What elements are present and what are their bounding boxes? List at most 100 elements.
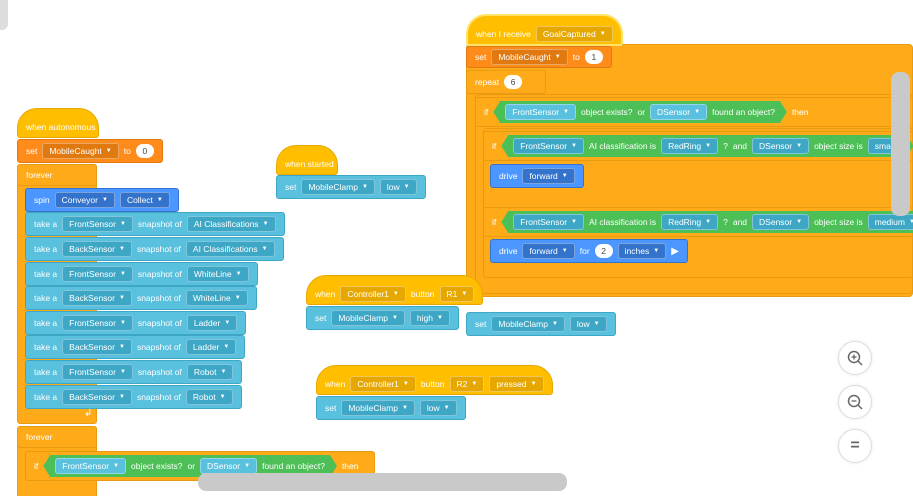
- sensor-value: DSensor: [759, 217, 793, 227]
- variable-dropdown[interactable]: MobileClamp▼: [301, 179, 375, 195]
- sensor-dropdown[interactable]: FrontSensor▼: [513, 138, 584, 154]
- target-dropdown[interactable]: Ladder▼: [186, 314, 238, 331]
- controller-dropdown[interactable]: Controller1▼: [340, 286, 406, 302]
- horizontal-scrollbar[interactable]: [198, 473, 567, 491]
- value-dropdown[interactable]: low▼: [419, 400, 457, 416]
- variable-dropdown[interactable]: MobileCaught▼: [491, 49, 568, 65]
- when-r1-hat-block[interactable]: when Controller1▼ button R1▼: [306, 275, 484, 305]
- distance-input[interactable]: 2: [594, 244, 613, 258]
- vertical-scrollbar[interactable]: [891, 72, 910, 216]
- when-autonomous-hat-block[interactable]: when autonomous: [17, 108, 99, 138]
- variable-dropdown[interactable]: MobileClamp▼: [331, 310, 405, 326]
- drive-block-2[interactable]: drive forward▼ for 2 inches▼ ▶: [490, 239, 688, 263]
- target-dropdown[interactable]: WhiteLine▼: [185, 290, 248, 307]
- value-input[interactable]: 0: [135, 144, 154, 158]
- sensor-dropdown[interactable]: FrontSensor▼: [62, 216, 133, 232]
- and-label: and: [732, 217, 748, 227]
- target-dropdown[interactable]: WhiteLine▼: [186, 265, 249, 282]
- motor-dropdown[interactable]: Conveyor▼: [54, 192, 115, 208]
- chevron-down-icon: ▼: [105, 148, 112, 154]
- repeat-block[interactable]: repeat 6: [466, 70, 546, 94]
- or-operator[interactable]: FrontSensor▼ object exists? or DSensor▼ …: [43, 455, 337, 477]
- forever-block-2[interactable]: forever: [17, 426, 97, 448]
- target-dropdown[interactable]: Robot▼: [186, 364, 234, 380]
- sensor-dropdown[interactable]: BackSensor▼: [62, 388, 132, 405]
- value-dropdown[interactable]: high▼: [409, 310, 450, 326]
- snapshot-block[interactable]: take a FrontSensor▼ snapshot of AI Class…: [25, 212, 285, 236]
- when-started-hat-block[interactable]: when started: [276, 145, 338, 175]
- variable-dropdown[interactable]: MobileClamp▼: [491, 316, 565, 332]
- sensor-dropdown[interactable]: FrontSensor▼: [62, 265, 133, 282]
- classification-dropdown[interactable]: RedRing▼: [661, 214, 718, 230]
- if-block-4[interactable]: if FrontSensor▼ object exists? or DSenso…: [25, 451, 375, 481]
- spin-block[interactable]: spin Conveyor▼ Collect▼: [25, 188, 179, 212]
- zoom-reset-button[interactable]: =: [838, 429, 872, 463]
- unit-value: inches: [624, 246, 650, 256]
- sensor-dropdown[interactable]: FrontSensor▼: [62, 314, 133, 331]
- if-block-2[interactable]: if FrontSensor▼ AI classification is Red…: [483, 131, 913, 161]
- sensor-dropdown[interactable]: FrontSensor▼: [55, 458, 126, 474]
- and-operator[interactable]: FrontSensor▼ AI classification is RedRin…: [501, 211, 913, 233]
- sensor-dropdown[interactable]: DSensor▼: [650, 104, 707, 120]
- when-receive-hat-block[interactable]: when I receive GoalCaptured▼: [466, 14, 623, 46]
- set-clamp-low-block-2[interactable]: set MobileClamp▼ low▼: [316, 396, 466, 420]
- when-r2-hat-block[interactable]: when Controller1▼ button R2▼ pressed▼: [316, 365, 553, 395]
- controller-dropdown[interactable]: Controller1▼: [350, 376, 416, 392]
- chevron-down-icon: ▼: [223, 344, 230, 351]
- target-dropdown[interactable]: AI Classifications▼: [186, 216, 276, 232]
- set-caught-1-block[interactable]: set MobileCaught▼ to 1: [466, 46, 612, 68]
- if-label: if: [492, 141, 497, 151]
- sensor-dropdown[interactable]: BackSensor▼: [62, 339, 132, 356]
- or-operator[interactable]: FrontSensor▼ object exists? or DSensor▼ …: [493, 101, 787, 123]
- sensor-dropdown[interactable]: DSensor▼: [752, 138, 809, 154]
- classification-dropdown[interactable]: RedRing▼: [661, 138, 718, 154]
- direction-dropdown[interactable]: forward▼: [522, 168, 575, 184]
- variable-dropdown[interactable]: MobileCaught▼: [42, 143, 119, 159]
- forever-block[interactable]: forever: [17, 164, 97, 186]
- and-operator[interactable]: FrontSensor▼ AI classification is RedRin…: [501, 135, 913, 157]
- sensor-dropdown[interactable]: FrontSensor▼: [62, 364, 133, 380]
- value-dropdown[interactable]: low▼: [569, 316, 607, 332]
- target-dropdown[interactable]: Robot▼: [185, 388, 233, 405]
- zoom-in-button[interactable]: [838, 341, 872, 375]
- message-dropdown[interactable]: GoalCaptured▼: [535, 26, 613, 42]
- target-dropdown[interactable]: AI Classifications▼: [185, 241, 275, 257]
- spin-direction-dropdown[interactable]: Collect▼: [119, 192, 170, 208]
- repeat-count-input[interactable]: 6: [504, 75, 523, 89]
- sensor-dropdown[interactable]: DSensor▼: [752, 214, 809, 230]
- if-block-1[interactable]: if FrontSensor▼ object exists? or DSenso…: [475, 97, 913, 127]
- sensor-dropdown[interactable]: FrontSensor▼: [505, 104, 576, 120]
- zoom-out-button[interactable]: [838, 385, 872, 419]
- sensor-dropdown[interactable]: BackSensor▼: [62, 290, 132, 307]
- set-clamp-high-block[interactable]: set MobileClamp▼ high▼: [306, 306, 459, 330]
- value-dropdown[interactable]: low▼: [379, 179, 417, 195]
- drive-block-1[interactable]: drive forward▼: [490, 164, 584, 188]
- unit-dropdown[interactable]: inches▼: [617, 243, 667, 259]
- target-dropdown[interactable]: Ladder▼: [185, 339, 237, 356]
- button-dropdown[interactable]: R1▼: [439, 286, 475, 302]
- state-dropdown[interactable]: pressed▼: [489, 376, 544, 392]
- direction-dropdown[interactable]: forward▼: [522, 243, 575, 259]
- sensor-dropdown[interactable]: BackSensor▼: [62, 241, 132, 257]
- variable-dropdown[interactable]: MobileClamp▼: [341, 400, 415, 416]
- sensor-dropdown[interactable]: DSensor▼: [200, 458, 257, 474]
- chevron-down-icon: ▼: [391, 315, 398, 321]
- button-dropdown[interactable]: R2▼: [449, 376, 485, 392]
- sensor-dropdown[interactable]: FrontSensor▼: [513, 214, 584, 230]
- take-label: take a: [34, 391, 58, 402]
- set-caught-0-block[interactable]: set MobileCaught▼ to 0: [17, 139, 163, 163]
- size-dropdown[interactable]: medium▼: [868, 214, 913, 230]
- set-clamp-low-block[interactable]: set MobileClamp▼ low▼: [276, 175, 426, 199]
- set-clamp-low-block-right[interactable]: set MobileClamp▼ low▼: [466, 312, 616, 336]
- found-object-label: found an object?: [712, 107, 775, 117]
- if-block-3[interactable]: if FrontSensor▼ AI classification is Red…: [483, 207, 913, 237]
- value-input[interactable]: 1: [584, 50, 603, 64]
